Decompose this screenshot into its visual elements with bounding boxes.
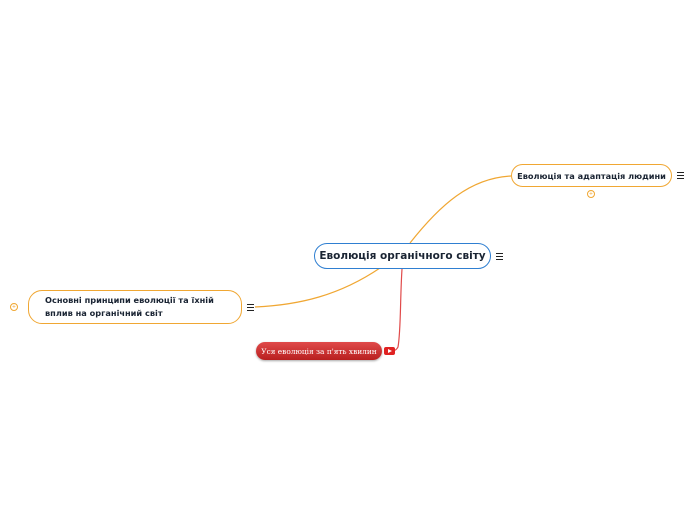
connector-to-branch-left [254, 267, 381, 308]
central-topic[interactable]: Еволюція органічного світу [314, 243, 491, 269]
branch-evolution-principles-label: Основні принципи еволюції та їхній вплив… [45, 295, 214, 318]
branch-right-menu-icon[interactable] [677, 172, 684, 179]
branch-left-collapse-icon[interactable]: + [10, 303, 18, 311]
video-link-node[interactable]: Уся еволюція за п'ять хвилин [256, 342, 382, 360]
branch-human-evolution[interactable]: Еволюція та адаптація людини [511, 164, 672, 187]
branch-human-evolution-label: Еволюція та адаптація людини [517, 170, 666, 181]
branch-left-menu-icon[interactable] [247, 304, 254, 311]
central-menu-icon[interactable] [496, 253, 503, 260]
video-link-label: Уся еволюція за п'ять хвилин [261, 346, 377, 356]
connector-to-branch-right [409, 175, 512, 244]
branch-right-collapse-icon[interactable]: + [587, 190, 595, 198]
connector-to-video [385, 268, 403, 353]
youtube-play-icon[interactable] [384, 347, 395, 355]
branch-evolution-principles[interactable]: Основні принципи еволюції та їхній вплив… [28, 290, 242, 324]
central-topic-label: Еволюція органічного світу [319, 250, 486, 262]
